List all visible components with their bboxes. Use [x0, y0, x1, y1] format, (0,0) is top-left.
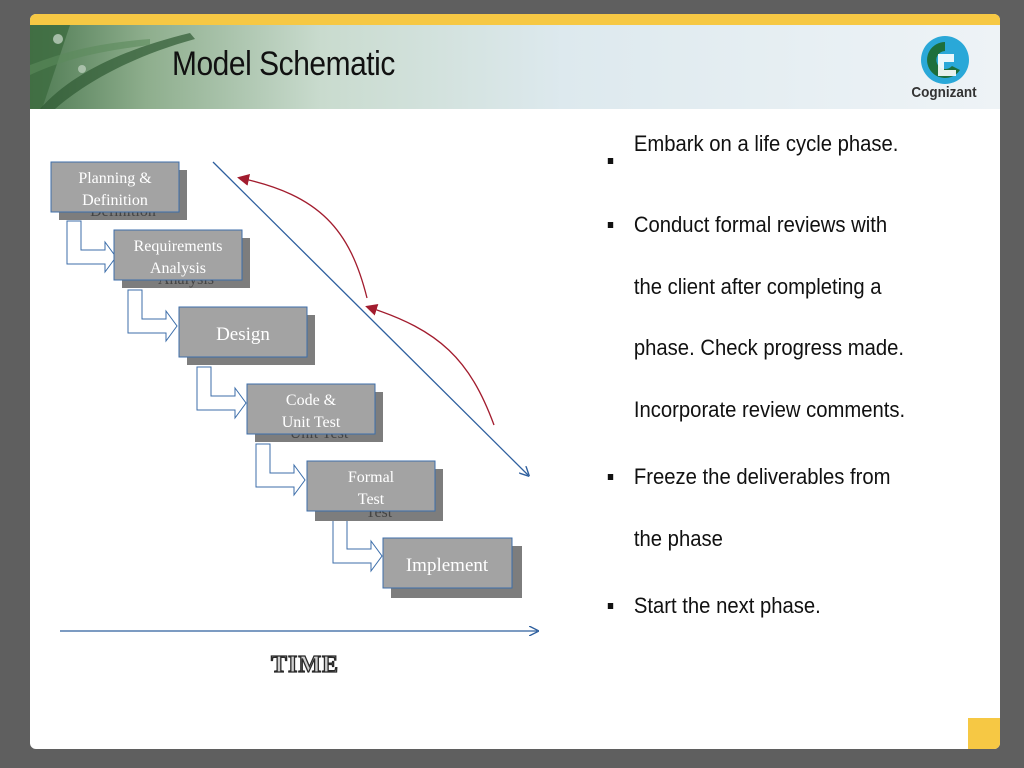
slide: Model Schematic Cognizant: [30, 14, 1000, 749]
phase-label-line1: Implement: [406, 555, 489, 576]
phase-box-design: Design: [178, 306, 315, 365]
top-accent-bar: [30, 14, 1000, 25]
feedback-arrow-upper: [237, 174, 368, 299]
time-label: TIME: [271, 652, 339, 678]
cognizant-logo-icon: [921, 36, 969, 84]
phase-box-requirements: Analysis Requirements Analysis: [113, 229, 250, 288]
bullet-item: Start the next phase.: [606, 575, 917, 637]
bullet-item: Conduct formal reviews with the client a…: [606, 194, 917, 440]
phase-box-code: Unit Test Code & Unit Test: [246, 383, 383, 442]
phase-label-line2: Analysis: [150, 260, 206, 277]
phase-label-line2: Unit Test: [282, 414, 341, 431]
phase-connectors: [66, 220, 383, 573]
bullet-item: Embark on a life cycle phase.: [606, 130, 917, 164]
connector-arrow: [332, 519, 383, 573]
page-title: Model Schematic: [172, 45, 395, 83]
phase-label-line1: Requirements: [134, 238, 223, 255]
phase-box-implement: Implement: [382, 537, 522, 598]
header-banner: [30, 25, 1000, 109]
phase-label-line2: Definition: [82, 192, 148, 209]
phase-label-line1: Code &: [286, 392, 337, 409]
feedback-arrow-lower: [365, 304, 495, 426]
corner-accent: [968, 718, 1000, 749]
grass-image: [30, 25, 195, 109]
connector-arrow: [196, 366, 247, 420]
phase-box-formal-test: Test Formal Test: [306, 460, 443, 521]
bullet-item: Freeze the deliverables from the phase: [606, 446, 917, 569]
phase-label-line1: Design: [216, 324, 270, 345]
phase-label-line2: Test: [358, 491, 385, 508]
phase-label-line1: Planning &: [78, 170, 152, 187]
connector-arrow: [255, 443, 306, 497]
phase-label-line1: Formal: [348, 469, 395, 486]
connector-arrow: [127, 289, 178, 343]
bullet-list: Embark on a life cycle phase. Conduct fo…: [606, 130, 917, 643]
phase-box-planning: Definition Planning & Definition: [50, 161, 187, 220]
diagonal-arrow: [212, 161, 528, 475]
logo-wordmark: Cognizant: [911, 84, 977, 101]
connector-arrow: [66, 220, 117, 274]
